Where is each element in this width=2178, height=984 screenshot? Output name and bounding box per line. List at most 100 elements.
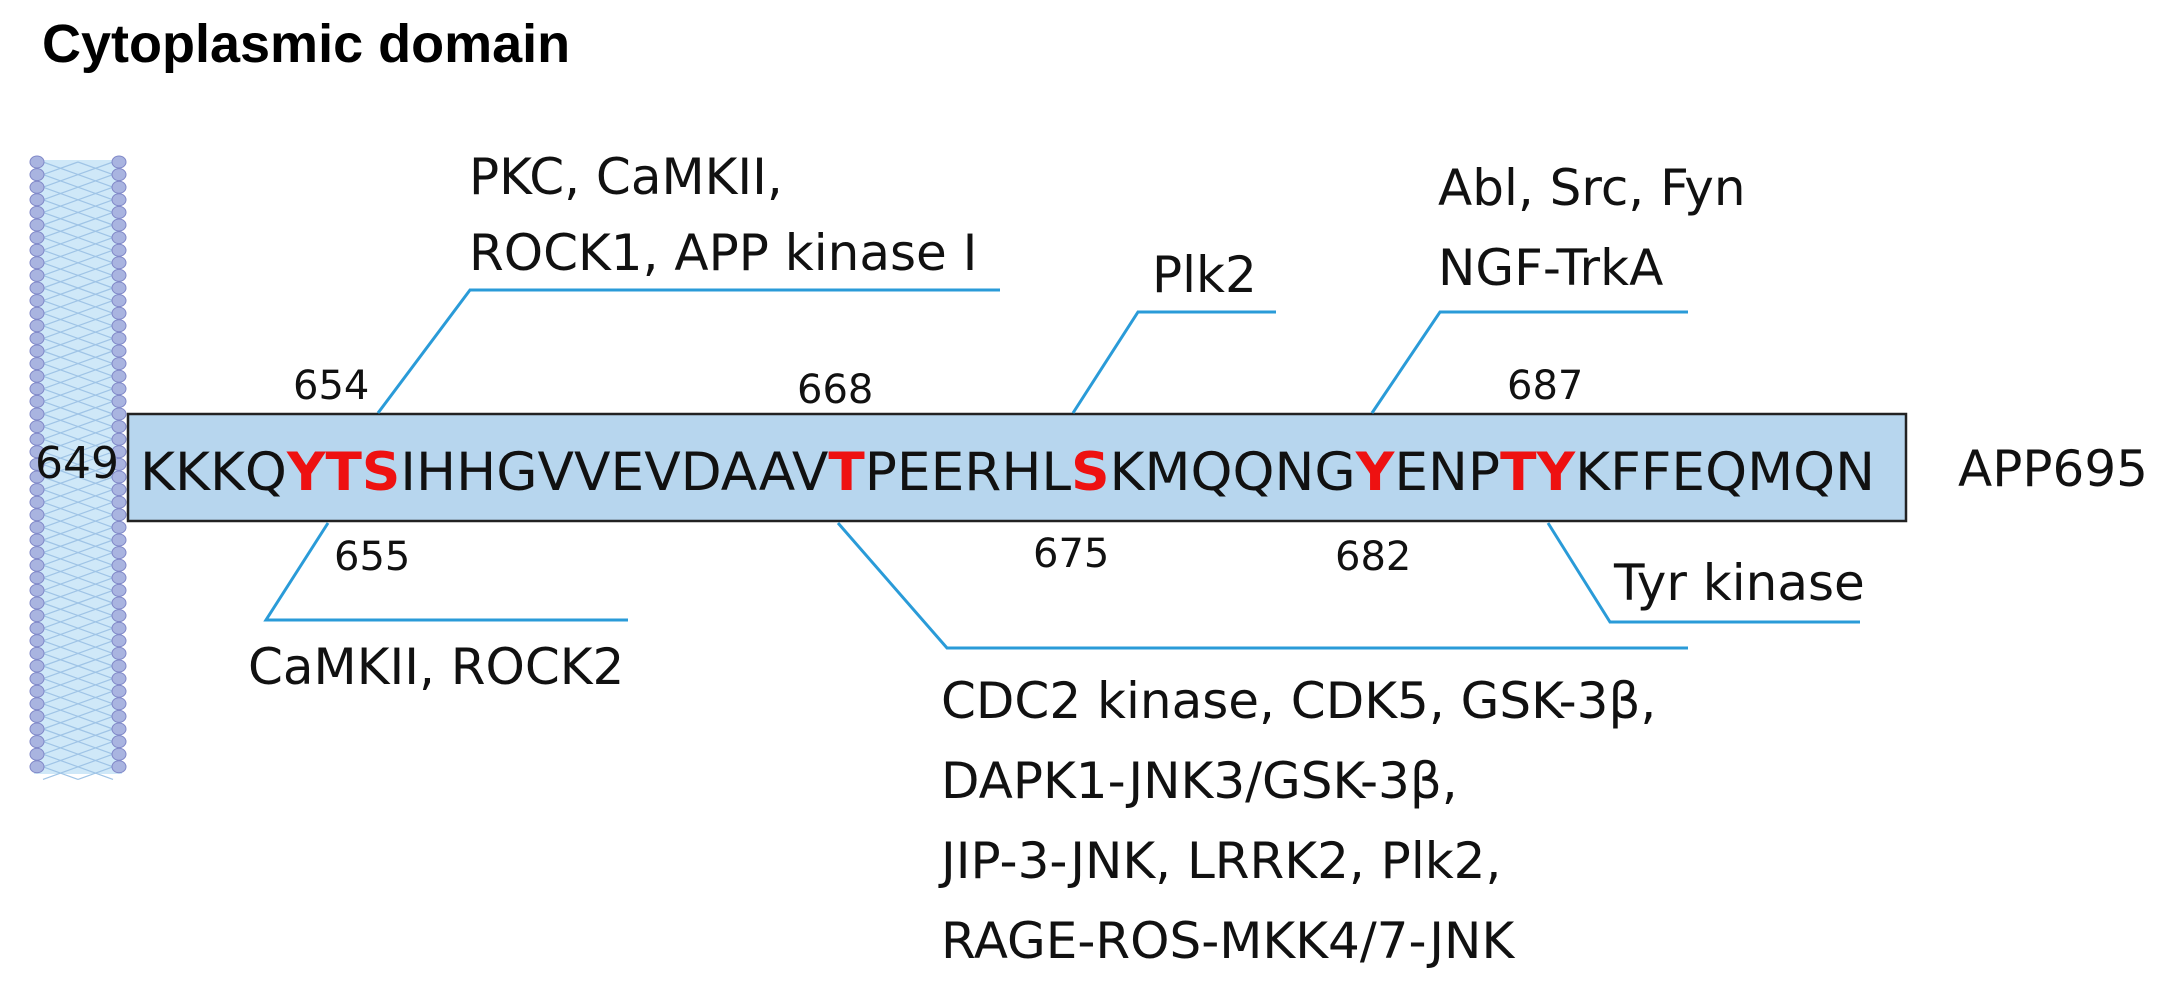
lipid-head [29, 609, 45, 623]
lipid-tail [77, 350, 114, 365]
lipid-head [111, 609, 127, 623]
lipid-tail [42, 615, 79, 629]
lipid-tail [77, 766, 114, 780]
lipid-tail [77, 337, 114, 352]
lipid-tail [42, 652, 79, 667]
kinase-label-line: CaMKII, ROCK2 [248, 638, 624, 696]
lipid-head [111, 180, 127, 194]
lipid-head [111, 697, 127, 711]
lipid-head [111, 558, 127, 572]
lipid-tail [42, 501, 79, 516]
lipid-head [111, 168, 127, 182]
lipid-head [29, 495, 45, 509]
lipid-head [111, 508, 127, 522]
sequence-segment: KKKQ [140, 442, 287, 503]
kinase-label-line: RAGE-ROS-MKK4/7-JNK [941, 912, 1515, 970]
lipid-head [111, 571, 127, 585]
lipid-head [111, 735, 127, 749]
lipid-head [29, 168, 45, 182]
lipid-head [29, 760, 45, 774]
lipid-tail [42, 237, 79, 251]
lipid-tail [77, 690, 114, 705]
lipid-tail [42, 640, 79, 654]
lipid-tail [77, 728, 114, 743]
lipid-tail [42, 426, 79, 440]
lipid-head [111, 394, 127, 408]
lipid-tail [77, 741, 114, 755]
lipid-head [111, 520, 127, 534]
lipid-head [29, 155, 45, 169]
lipid-tail [42, 602, 79, 617]
start-position-label: 649 [35, 438, 119, 489]
lipid-head [29, 596, 45, 610]
leader-line-s655-ser [376, 288, 1000, 414]
lipid-head [111, 231, 127, 245]
lipid-head [29, 331, 45, 345]
lipid-head [29, 571, 45, 585]
lipid-head [111, 369, 127, 383]
lipid-tail [77, 388, 114, 402]
kinase-label-line: ROCK1, APP kinase I [469, 224, 977, 282]
kinase-label-camkii-rock2: CaMKII, ROCK2 [248, 638, 624, 696]
lipid-tail [77, 463, 114, 478]
lipid-tail [42, 262, 79, 276]
lipid-tail [77, 413, 114, 428]
lipid-head [111, 306, 127, 320]
kinase-label-line: PKC, CaMKII, [469, 148, 783, 206]
lipid-tail [42, 703, 79, 717]
lipid-head [29, 407, 45, 421]
lipid-head [111, 495, 127, 509]
lipid-tail [77, 300, 114, 314]
lipid-head [111, 218, 127, 232]
lipid-head [29, 319, 45, 333]
lipid-head [111, 268, 127, 282]
lipid-head [111, 331, 127, 345]
lipid-tail [42, 199, 79, 213]
lipid-head [29, 268, 45, 282]
kinase-label-plk2: Plk2 [1152, 246, 1257, 304]
sequence-segment: PEERHL [865, 442, 1072, 503]
lipid-tail [42, 186, 79, 201]
lipid-head [111, 470, 127, 484]
lipid-tail [42, 300, 79, 314]
leader-line-y687 [1546, 522, 1860, 624]
lipid-head [111, 382, 127, 396]
lipid-head [111, 709, 127, 723]
lipid-tail [77, 249, 114, 264]
sequence-segment: KMQQNG [1110, 442, 1356, 503]
lipid-head [111, 256, 127, 270]
lipid-tail [42, 438, 79, 453]
lipid-tail [77, 602, 114, 617]
lipid-tail [42, 413, 79, 428]
lipid-tail [77, 577, 114, 591]
lipid-head [29, 445, 45, 459]
lipid-head [29, 558, 45, 572]
membrane-bilayer-icon [29, 155, 127, 780]
lipid-head [29, 420, 45, 434]
membrane-lipid-tails [42, 161, 114, 780]
lipid-head [29, 583, 45, 597]
lipid-tail [42, 690, 79, 705]
kinase-label-line: Plk2 [1152, 246, 1257, 304]
lipid-head [29, 193, 45, 207]
lipid-tail [42, 274, 79, 289]
lipid-tail [42, 375, 79, 390]
lipid-tail [42, 287, 79, 302]
lipid-tail [77, 426, 114, 440]
lipid-tail [77, 489, 114, 503]
lipid-tail [42, 728, 79, 743]
lipid-tail [42, 211, 79, 226]
sequence-segment: KFFEQMQN [1575, 442, 1875, 503]
lipid-head [29, 294, 45, 308]
lipid-tail [77, 703, 114, 717]
lipid-head [29, 357, 45, 371]
sequence-segment: ENP [1394, 442, 1500, 503]
lipid-head [111, 243, 127, 257]
kinase-label-line: Tyr kinase [1613, 554, 1865, 612]
lipid-tail [77, 640, 114, 654]
lipid-tail [42, 249, 79, 264]
lipid-tail [77, 501, 114, 516]
phospho-site-residue: YTS [286, 442, 400, 503]
lipid-head [29, 747, 45, 761]
lipid-tail [77, 237, 114, 251]
